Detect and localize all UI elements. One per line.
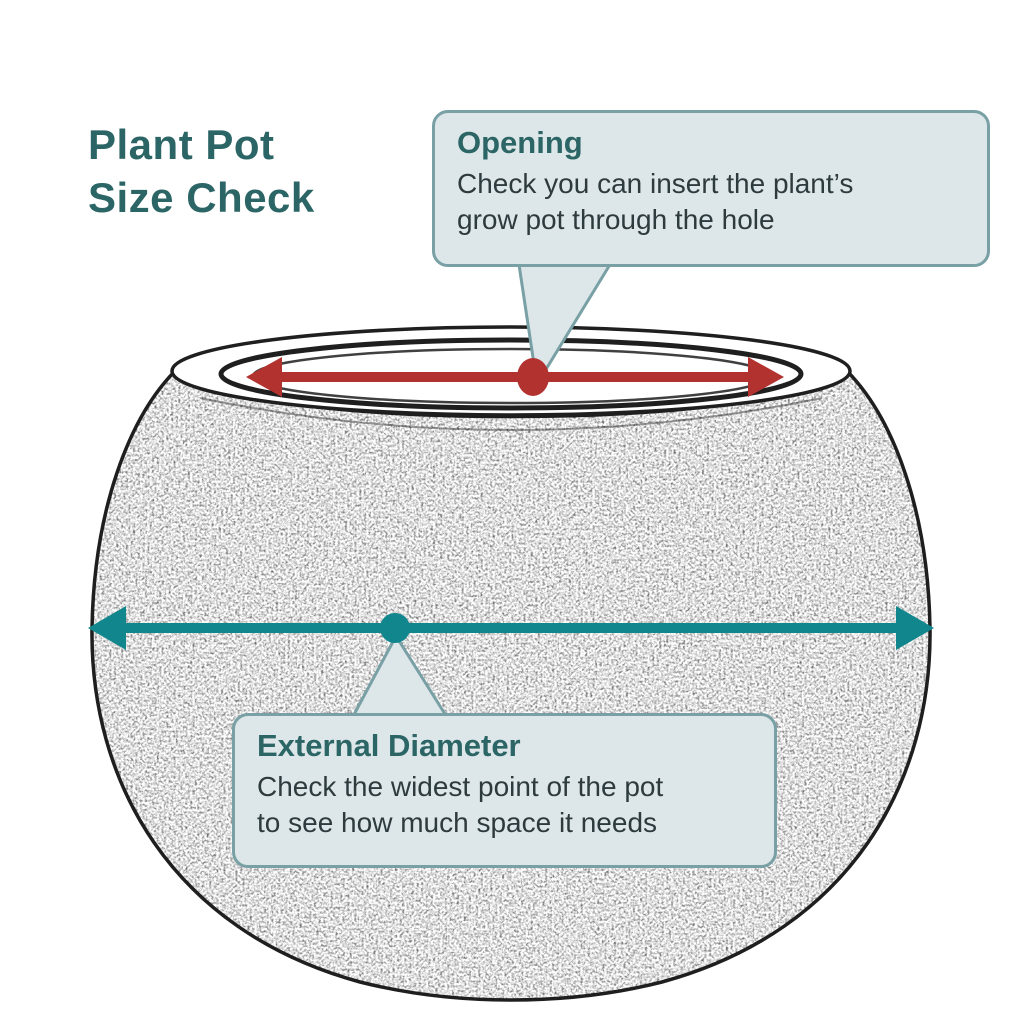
pot-body-texture (91, 370, 931, 1000)
diameter-arrowhead-left (88, 606, 126, 650)
external-diameter-callout: External Diameter Check the widest point… (232, 713, 777, 868)
page-title-line1: Plant Pot (88, 121, 275, 168)
opening-callout: Opening Check you can insert the plant’s… (432, 110, 990, 267)
opening-arrow (246, 357, 784, 397)
pot-rim-shadow-line (199, 397, 823, 431)
opening-callout-body-line1: Check you can insert the plant’s (457, 168, 854, 199)
opening-callout-body-line2: grow pot through the hole (457, 203, 775, 235)
external-diameter-callout-body-line1: Check the widest point of the pot (257, 771, 664, 802)
page-title-line2: Size Check (88, 174, 315, 222)
diameter-arrowhead-right (896, 606, 934, 650)
external-diameter-callout-heading: External Diameter (257, 728, 521, 763)
page-title: Plant Pot Size Check (88, 118, 315, 225)
opening-arrowhead-right (748, 357, 784, 397)
diameter-measure-dot (380, 613, 410, 643)
opening-arrowhead-left (246, 357, 282, 397)
opening-callout-heading: Opening (457, 125, 583, 160)
opening-measure-dot (517, 358, 549, 396)
diameter-arrow (88, 606, 934, 650)
external-diameter-callout-body-line2: to see how much space it needs (257, 806, 658, 838)
